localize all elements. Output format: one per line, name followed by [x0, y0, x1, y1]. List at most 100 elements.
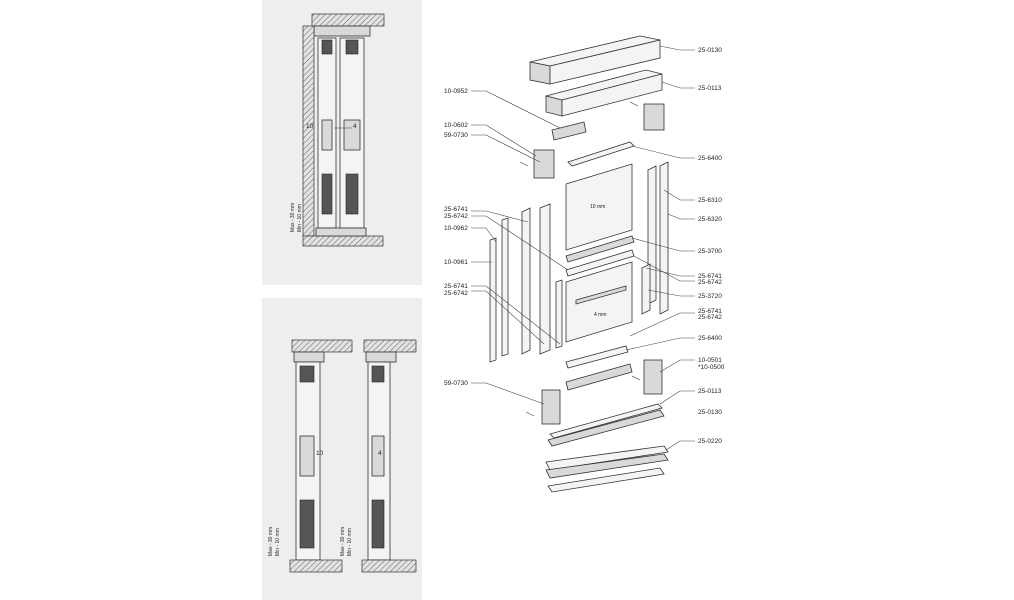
screw-top-left: [519, 161, 529, 167]
part-label: 10-0602: [444, 122, 468, 129]
ceiling-slab-br: [363, 339, 417, 353]
bottom-roller-br: [371, 499, 385, 549]
gap-min-label-bl: Min - 10 mm: [275, 528, 281, 556]
top-track-top: [313, 25, 371, 37]
exploded-view: 10 mm 4 mm: [489, 35, 669, 493]
part-label: 25-6320: [698, 216, 722, 223]
wall-top: [302, 25, 315, 237]
bottom-track-double: [547, 409, 665, 447]
part-label: 25-0130: [698, 409, 722, 416]
vertical-profile-left-1: [489, 237, 497, 363]
section-top-double: 10 4 Max - 30 mm Min - 10 mm: [290, 13, 385, 247]
glass-thickness-label-4: 4: [353, 123, 357, 130]
lower-panel-slot: [575, 285, 627, 305]
glass-panel-lower: [565, 261, 633, 343]
screw-bottom-right: [631, 375, 641, 381]
part-label: 25-3720: [698, 293, 722, 300]
part-label: 25-3700: [698, 248, 722, 255]
glass-panel-lower-label: 4 mm: [594, 312, 607, 318]
top-roller-2: [345, 39, 359, 55]
part-label: 25-6742: [698, 279, 722, 286]
part-label: 25-0113: [698, 85, 722, 92]
vertical-profile-left-4: [539, 203, 551, 355]
screw-top-right: [629, 101, 639, 107]
bottom-track-top: [315, 227, 367, 237]
top-track-bl: [293, 351, 325, 363]
bottom-roller-1: [321, 173, 333, 215]
top-track-br: [365, 351, 397, 363]
mid-rail-1: [321, 119, 333, 151]
top-track-double-side: [549, 39, 661, 85]
middle-rail-part: [565, 235, 635, 263]
floor-slab-bl: [289, 559, 343, 573]
top-roller-br: [371, 365, 385, 383]
part-label: 10-0952: [444, 88, 468, 95]
part-label: 59-0730: [444, 380, 468, 387]
part-label: *10-0500: [698, 364, 725, 371]
part-label: 25-6742: [698, 314, 722, 321]
bottom-rail-part-2: [545, 453, 669, 479]
mid-rail-bl: [299, 435, 315, 477]
stopper-part: [551, 121, 587, 141]
mid-rail-2: [343, 119, 361, 151]
gap-max-label-top: Max - 30 mm: [290, 203, 296, 232]
top-track-single-side: [561, 73, 663, 117]
part-label: 25-6741: [444, 206, 468, 213]
floor-slab-br: [361, 559, 417, 573]
part-label: 25-6310: [698, 197, 722, 204]
part-label: 25-6742: [444, 290, 468, 297]
top-horizontal-profile: [567, 141, 635, 167]
gap-min-label-top: Min - 10 mm: [297, 204, 303, 232]
part-label: 10-0501: [698, 357, 722, 364]
right-part-labels: 25-0130 25-0113 25-6400 25-6310 25-6320 …: [698, 47, 725, 445]
top-track-double-face: [529, 61, 551, 85]
part-label: 59-0730: [444, 132, 468, 139]
glass-thickness-label-br: 4: [378, 450, 382, 457]
bottom-rail-part: [545, 445, 669, 471]
top-roller-bl: [299, 365, 315, 383]
part-label: 25-0113: [698, 388, 722, 395]
vertical-profile-right-3: [641, 263, 651, 315]
glass-panel-upper: [565, 163, 633, 251]
vertical-profile-left-5: [555, 279, 563, 349]
bottom-horizontal-profile: [565, 345, 629, 369]
bottom-roller-left-part: [541, 389, 561, 425]
vertical-profile-right-2: [659, 161, 669, 315]
part-label: 25-6741: [444, 283, 468, 290]
top-roller-1: [321, 39, 333, 55]
part-label: 10-0962: [444, 225, 468, 232]
bottom-track-single: [549, 403, 663, 439]
gap-max-label-bl: Max - 30 mm: [268, 527, 274, 556]
leader-lines: [471, 45, 695, 451]
ceiling-slab-top: [311, 13, 385, 27]
part-label: 10-0961: [444, 259, 468, 266]
part-label: 25-6400: [698, 155, 722, 162]
gap-min-label-br: Min - 10 mm: [347, 528, 353, 556]
part-label: 25-0130: [698, 47, 722, 54]
floor-guide-part: [547, 467, 665, 493]
bottom-roller-right-part: [643, 359, 663, 395]
mid-rail-br: [371, 435, 385, 477]
section-bottom-right: 4 Max - 30 mm Min - 10 mm: [340, 339, 417, 573]
section-bottom-left: 10 Max - 30 mm Min - 10 mm: [268, 339, 353, 573]
screw-bottom-left: [525, 411, 535, 417]
glass-thickness-label-10: 10: [306, 123, 314, 130]
vertical-profile-left-2: [501, 217, 509, 357]
top-roller-right-part: [643, 103, 665, 131]
bottom-roller-bl: [299, 499, 315, 549]
ceiling-slab-bl: [291, 339, 353, 353]
top-track-single-face: [545, 95, 563, 117]
part-label: 25-6741: [698, 273, 722, 280]
floor-slab-top: [302, 235, 384, 247]
part-label: 25-6741: [698, 308, 722, 315]
gap-max-label-br: Max - 30 mm: [340, 527, 346, 556]
bottom-horizontal-rail: [565, 363, 633, 391]
left-part-labels: 10-0952 10-0602 59-0730 25-6741 25-6742 …: [444, 88, 468, 387]
part-label: 25-0220: [698, 438, 722, 445]
glass-thickness-label-bl: 10: [316, 450, 324, 457]
part-label: 25-6400: [698, 335, 722, 342]
part-label: 25-6742: [444, 213, 468, 220]
top-roller-left-part: [533, 149, 555, 179]
bottom-roller-2: [345, 173, 359, 215]
